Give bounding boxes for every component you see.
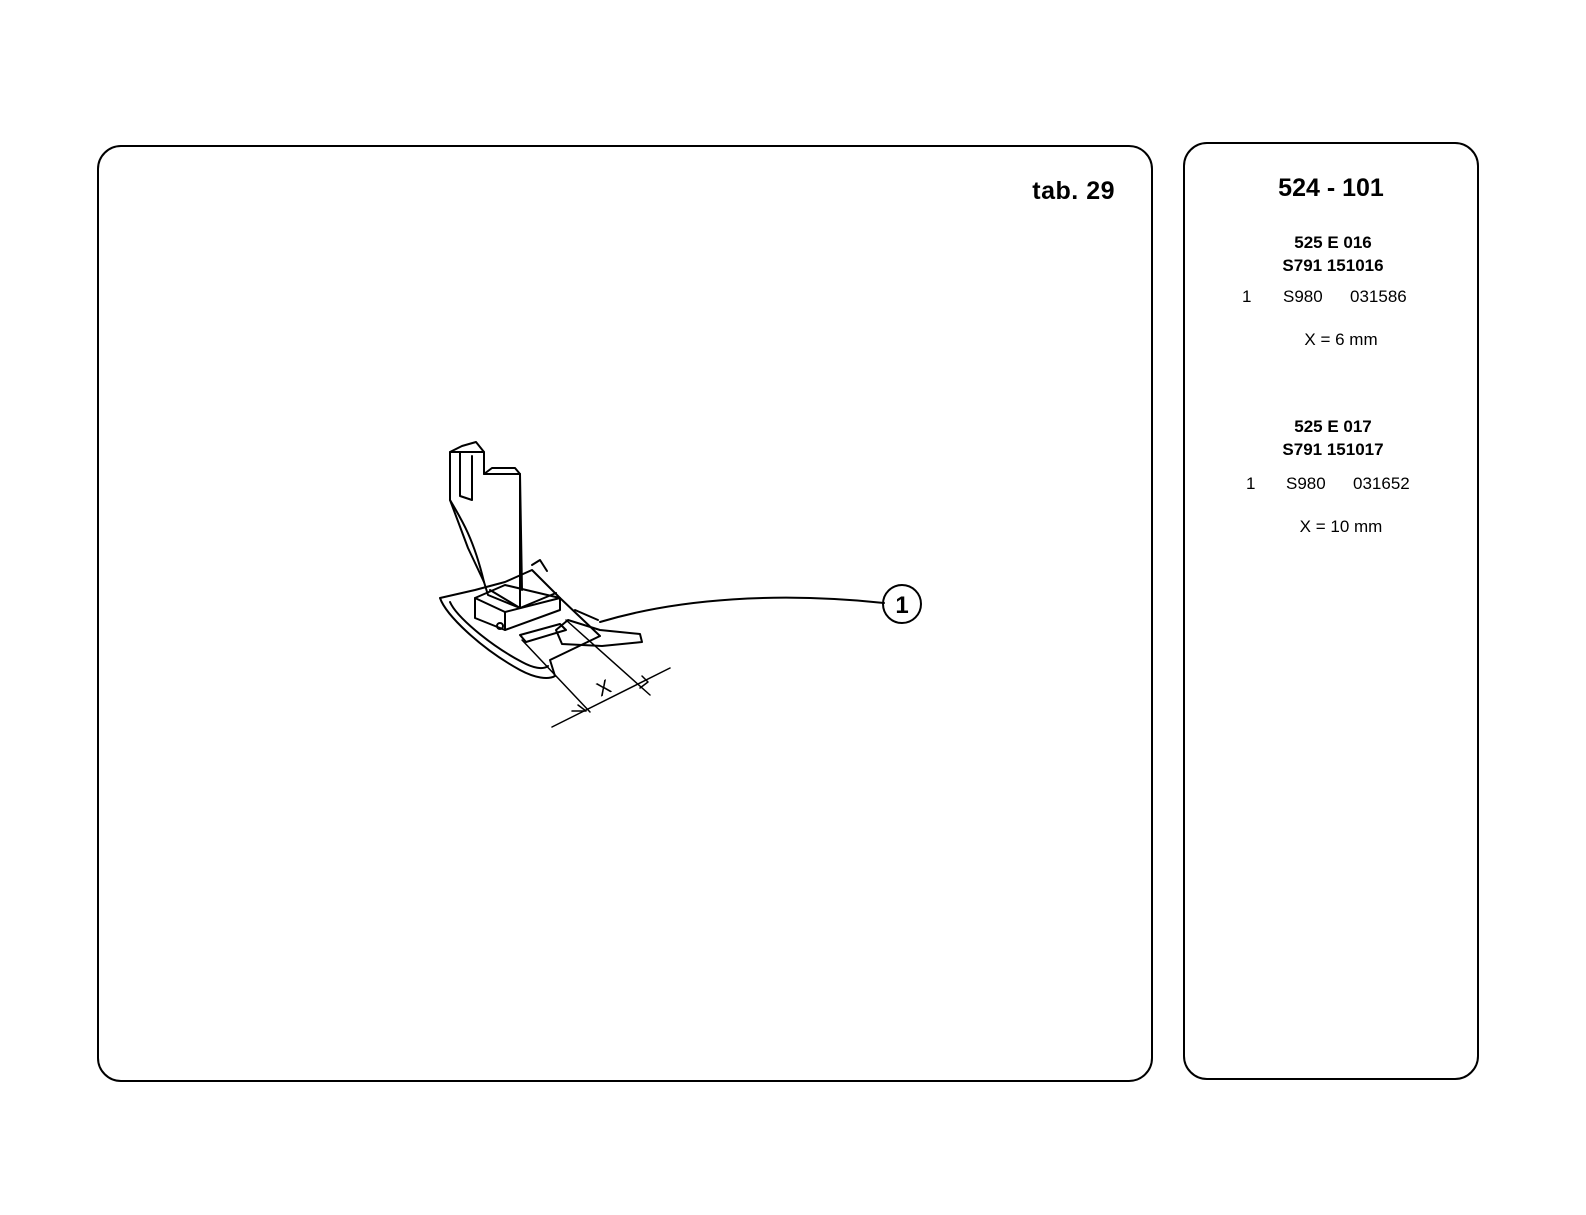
presser-foot-drawing: X 1	[99, 147, 1151, 1080]
part-number: S791 151017	[1185, 438, 1477, 461]
part-qty: 1	[1242, 287, 1251, 307]
part-prefix: S980	[1286, 474, 1326, 494]
dimension-value: X = 10 mm	[1185, 517, 1487, 537]
part-code: 525 E 016	[1185, 231, 1477, 254]
dimension-value: X = 6 mm	[1185, 330, 1487, 350]
group-code: 524 - 101	[1185, 174, 1477, 203]
part-suffix: 031586	[1350, 287, 1407, 307]
part-entry: 525 E 017 S791 151017	[1185, 415, 1477, 461]
drawing-panel: tab. 29	[97, 145, 1153, 1082]
part-suffix: 031652	[1353, 474, 1410, 494]
part-qty: 1	[1246, 474, 1255, 494]
parts-panel: 524 - 101 525 E 016 S791 151016 1 S980 0…	[1183, 142, 1479, 1080]
part-number: S791 151016	[1185, 254, 1477, 277]
callout-leader	[600, 598, 884, 622]
part-prefix: S980	[1283, 287, 1323, 307]
part-entry: 525 E 016 S791 151016	[1185, 231, 1477, 277]
part-code: 525 E 017	[1185, 415, 1477, 438]
callout-number: 1	[895, 592, 908, 619]
